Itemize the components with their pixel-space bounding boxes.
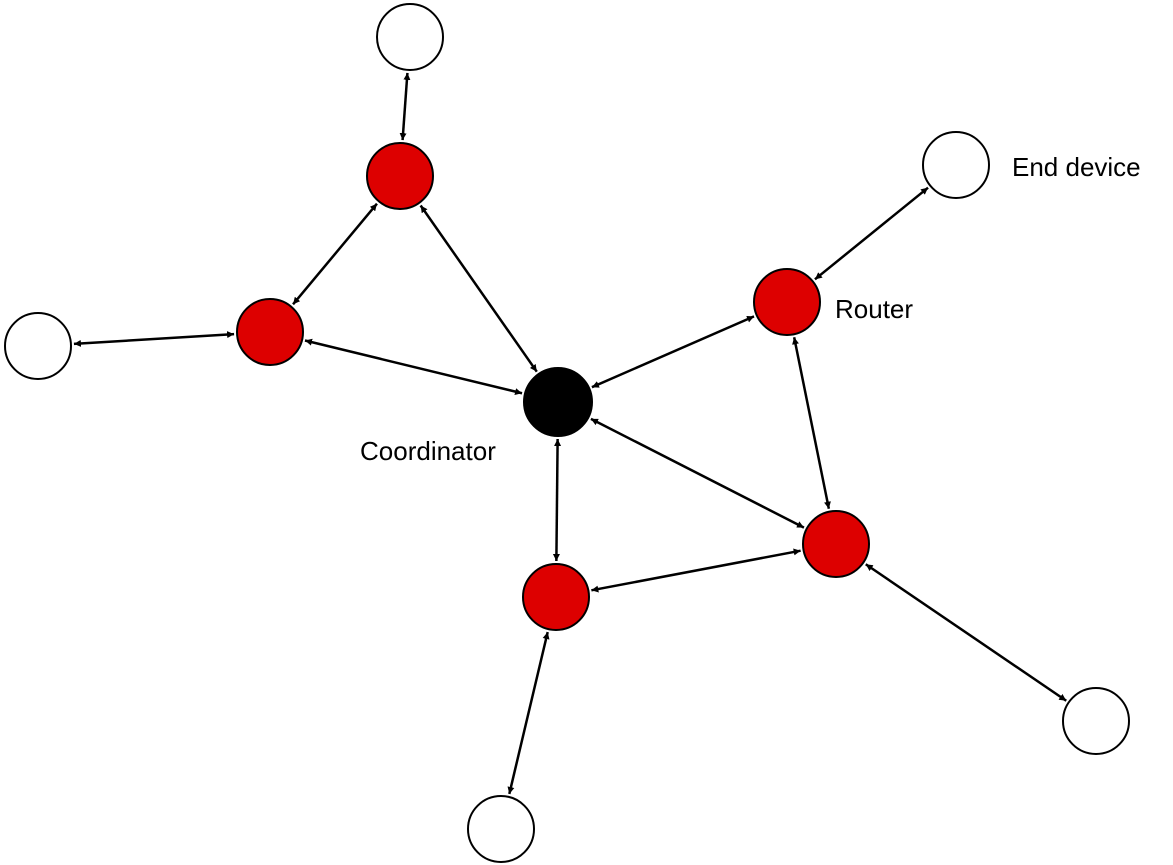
labels-layer: Coordinator Router End device <box>360 152 1141 466</box>
router-node-r_left <box>236 298 304 366</box>
link-coord-r_bottom <box>552 438 562 562</box>
nodes-layer <box>4 3 1130 863</box>
router-node-r_lowright <box>802 510 870 578</box>
end-device-node-e_lowright <box>1062 687 1130 755</box>
link-coord-r_lowright <box>590 417 805 529</box>
link-r_left-coord <box>304 338 523 396</box>
router-node-r_top <box>366 142 434 210</box>
router-node-r_bottom <box>522 563 590 631</box>
end-device-node-e_left <box>4 312 72 380</box>
coordinator-label: Coordinator <box>360 436 496 466</box>
link-r_right-coord <box>591 315 755 389</box>
coordinator-node-coord <box>523 367 593 437</box>
end-device-label: End device <box>1012 152 1141 182</box>
end-device-node-e_bottom <box>467 795 535 863</box>
link-r_bottom-e_bottom <box>507 631 550 795</box>
link-r_bottom-r_lowright <box>591 548 801 593</box>
router-label: Router <box>835 294 913 324</box>
link-e_topright-r_right <box>814 186 929 281</box>
link-r_top-r_left <box>292 202 378 306</box>
links-layer <box>73 72 1067 795</box>
link-r_lowright-e_lowright <box>865 563 1067 702</box>
link-r_top-coord <box>419 204 538 373</box>
link-e_left-r_left <box>73 331 235 347</box>
link-r_right-r_lowright <box>792 337 831 509</box>
link-e_top-r_top <box>399 72 411 141</box>
end-device-node-e_topright <box>922 131 990 199</box>
router-node-r_right <box>753 268 821 336</box>
end-device-node-e_top <box>376 3 444 71</box>
